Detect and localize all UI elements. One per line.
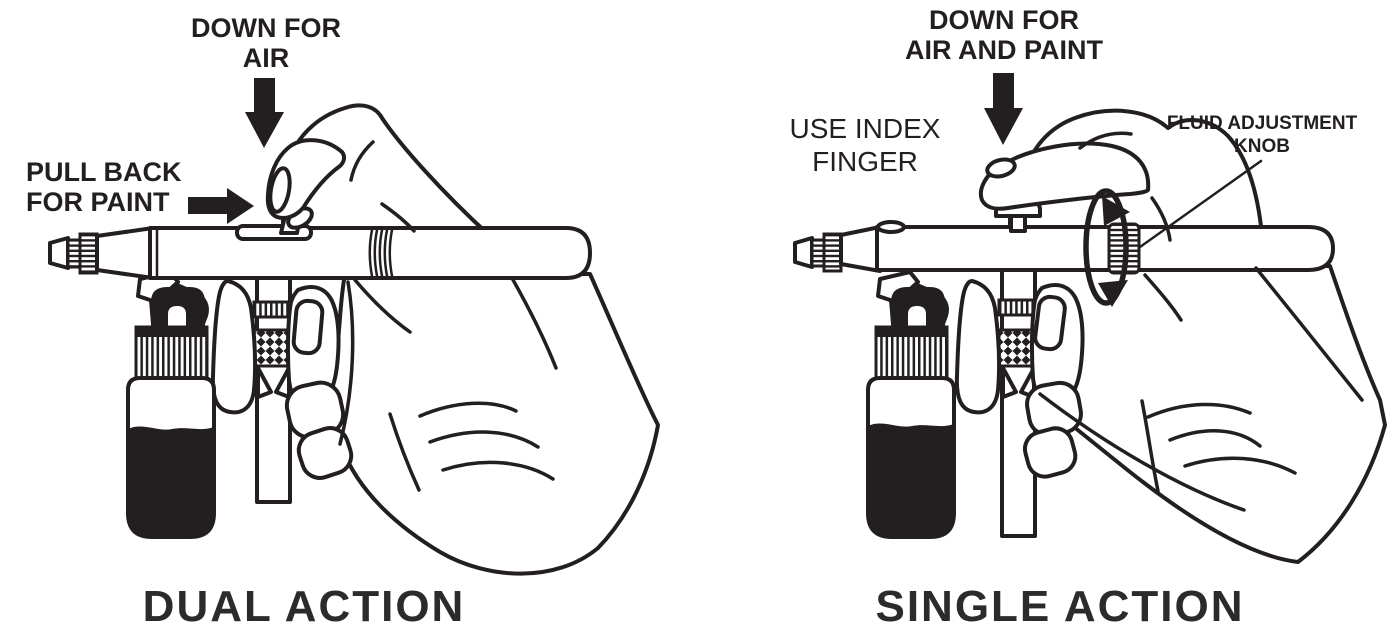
thumb-nail [291, 298, 325, 356]
label-pull-back-for-paint: PULL BACK FOR PAINT [26, 157, 182, 217]
nozzle-ring [66, 238, 82, 269]
hand-back [281, 103, 660, 576]
thumb-nail [1033, 294, 1067, 352]
paint [868, 423, 954, 537]
nozzle-tip [793, 236, 814, 269]
air-hose [997, 264, 1040, 538]
label-use-index-finger: USE INDEX FINGER [789, 113, 941, 177]
knurled-ring [368, 228, 394, 278]
airbrush-body [48, 224, 592, 280]
nozzle-ring [810, 238, 826, 268]
label-down-for-air-and-paint: DOWN FOR AIR AND PAINT [905, 5, 1103, 65]
index-finger [265, 138, 347, 220]
nozzle-ring [822, 232, 843, 273]
nozzle-cone [839, 225, 882, 273]
knuckle [296, 426, 354, 480]
index-finger-nail [268, 166, 292, 214]
paint [128, 426, 214, 537]
dual-action-illustration [48, 78, 660, 576]
hand-creases [1038, 131, 1364, 512]
index-finger-nail [985, 157, 1017, 179]
nozzle-cone [95, 226, 155, 280]
paint-bottle [126, 270, 216, 539]
adapter-notch [164, 302, 190, 334]
thumb-and-fingers [210, 279, 354, 480]
rotation-arrow-icon [1083, 188, 1130, 307]
adapter-notch [904, 302, 930, 334]
label-down-for-air: DOWN FOR AIR [191, 13, 341, 73]
airbrush-body [793, 199, 1335, 275]
nozzle-tip [48, 236, 70, 270]
leader-line [1138, 159, 1263, 249]
thumb-tip [210, 279, 257, 415]
caption-single-action: SINGLE ACTION [875, 582, 1245, 631]
down-arrow-icon [984, 73, 1023, 145]
down-arrow-icon [245, 78, 284, 148]
body-tube [875, 225, 1335, 272]
right-arrow-icon [188, 188, 254, 224]
label-fluid-adjustment-knob: FLUID ADJUSTMENT KNOB [1166, 113, 1358, 157]
nozzle-ring [78, 232, 99, 275]
knuckle [1022, 426, 1078, 479]
body-seam-detail [876, 220, 906, 234]
paint-bottle [866, 270, 956, 539]
single-action-illustration [793, 73, 1387, 564]
air-hose [252, 266, 295, 504]
hand-creases [338, 140, 558, 492]
thumb-tip [954, 279, 1001, 415]
caption-dual-action: DUAL ACTION [142, 582, 466, 631]
